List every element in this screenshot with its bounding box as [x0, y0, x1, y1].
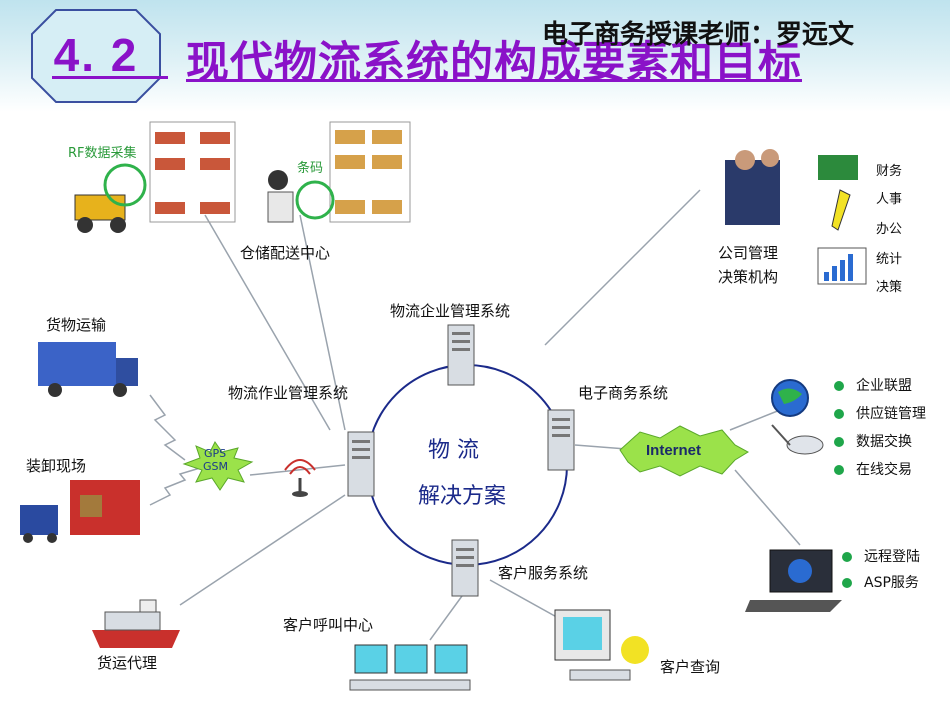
warehouse-shelf-icon: [149, 121, 236, 223]
section-underline: [52, 76, 168, 79]
internet-service-3: 在线交易: [834, 459, 912, 479]
barcode-label: 条码: [297, 161, 324, 176]
line-warehouse-ops: [204, 214, 331, 431]
solution-circle: [366, 364, 568, 566]
enterprise-system-label: 物流企业管理系统: [390, 302, 511, 320]
ship-icon: [92, 599, 180, 648]
bullet-dot: [834, 437, 844, 447]
header-banner: 4. 2 现代物流系统的构成要素和目标 电子商务授课老师：罗远文: [0, 0, 950, 112]
call-center-label: 客户呼叫中心: [283, 616, 374, 634]
signal-transport: [149, 394, 186, 461]
loading-label: 装卸现场: [26, 457, 87, 475]
line-enterprise-company: [544, 189, 701, 346]
internet-service-2: 数据交换: [834, 431, 912, 451]
section-badge: 4. 2: [30, 8, 162, 104]
truck-icon: [38, 342, 138, 397]
company-mgmt-label-1: 公司管理: [718, 244, 779, 262]
loading-site-icon: [20, 480, 140, 543]
internet-service-0: 企业联盟: [834, 375, 912, 395]
ecommerce-system-label: 电子商务系统: [578, 384, 669, 402]
customer-query-icon: [554, 609, 649, 681]
transport-label: 货物运输: [46, 316, 107, 334]
operations-system-label: 物流作业管理系统: [228, 384, 349, 402]
gps-burst-shape: [182, 441, 254, 491]
freight-agent-label: 货运代理: [97, 654, 158, 672]
globe-icon: [771, 379, 824, 455]
rf-label: RF数据采集: [68, 146, 137, 161]
gsm-label: GSM: [203, 460, 228, 473]
mgmt-function-2: 办公: [876, 222, 903, 237]
bullet-dot: [842, 578, 852, 588]
page-title: 现代物流系统的构成要素和目标: [186, 38, 802, 88]
internet-label: Internet: [646, 442, 702, 459]
bullet-dot: [834, 465, 844, 475]
bullet-dot: [834, 381, 844, 391]
pencil-icon: [831, 189, 851, 231]
author-label: 电子商务授课老师：罗远文: [542, 20, 855, 50]
warehouse-shelf-icon: [329, 121, 411, 223]
mgmt-function-3: 统计: [876, 252, 903, 267]
company-mgmt-label-2: 决策机构: [718, 268, 779, 286]
server-icon: [547, 409, 575, 471]
call-center-icon: [349, 644, 471, 691]
mgmt-function-1: 人事: [876, 192, 903, 207]
internet-burst-shape: [619, 425, 750, 477]
managers-icon: [725, 149, 780, 225]
mgmt-function-4: 决策: [876, 280, 903, 295]
section-number: 4. 2: [53, 29, 139, 81]
barcode-worker-icon: [267, 170, 335, 223]
bullet-dot: [834, 409, 844, 419]
gps-label: GPS: [204, 447, 227, 460]
warehouse-label: 仓储配送中心: [240, 244, 331, 262]
line-freight-ops: [179, 494, 346, 606]
customer-query-label: 客户查询: [660, 658, 721, 676]
server-icon: [347, 431, 375, 497]
line-barcode-ops: [299, 214, 346, 431]
server-icon: [447, 324, 475, 386]
money-icon: [818, 155, 858, 180]
signal-loading: [149, 467, 201, 506]
laptop-icon: [745, 549, 842, 612]
center-title-2: 解决方案: [418, 484, 507, 509]
internet-service-1: 供应链管理: [834, 403, 926, 423]
bar-chart-icon: [817, 247, 867, 285]
antenna-icon: [284, 459, 316, 497]
line-internet-globe: [729, 409, 781, 431]
remote-service-0: 远程登陆: [842, 546, 920, 566]
center-title-1: 物 流: [428, 438, 479, 463]
forklift-icon: [74, 163, 147, 233]
remote-service-1: ASP服务: [842, 572, 919, 592]
mgmt-function-0: 财务: [876, 164, 903, 179]
customer-service-system-label: 客户服务系统: [498, 564, 589, 582]
line-internet-laptop: [734, 469, 801, 546]
bullet-dot: [842, 552, 852, 562]
line-gps-ops: [249, 464, 346, 476]
server-icon: [451, 539, 479, 597]
